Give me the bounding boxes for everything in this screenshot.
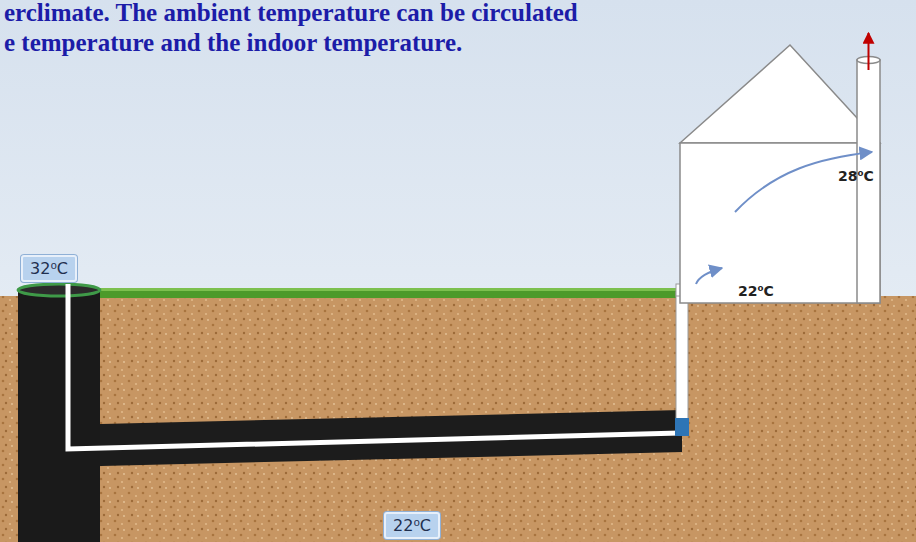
intake-shaft (18, 290, 100, 542)
inlet-temperature: 22⁰C (738, 283, 774, 299)
grass (85, 288, 680, 298)
caption-line: erclimate. The ambient temperature can b… (4, 0, 578, 26)
inlet-flow-arrow (696, 268, 722, 284)
condensate-trap (675, 418, 689, 436)
grass-top (85, 288, 680, 291)
air-pipe (68, 284, 680, 449)
house-node: 28⁰C 22⁰C (680, 143, 880, 303)
pipe-casing (60, 410, 682, 467)
exhaust-arrow (868, 33, 870, 70)
ground-temperature-box: 22⁰C (384, 512, 440, 539)
indoor-temperature: 28⁰C (838, 168, 874, 184)
house-roof (680, 45, 880, 143)
riser-pipe (676, 292, 688, 434)
temperature-value: 32⁰C (30, 259, 68, 278)
temperature-value: 22⁰C (393, 516, 431, 535)
caption-line: e temperature and the indoor temperature… (4, 29, 462, 56)
ambient-temperature-box: 32⁰C (21, 255, 77, 282)
shaft-rim (18, 284, 100, 296)
house-walls (680, 143, 880, 303)
ground (0, 296, 916, 542)
